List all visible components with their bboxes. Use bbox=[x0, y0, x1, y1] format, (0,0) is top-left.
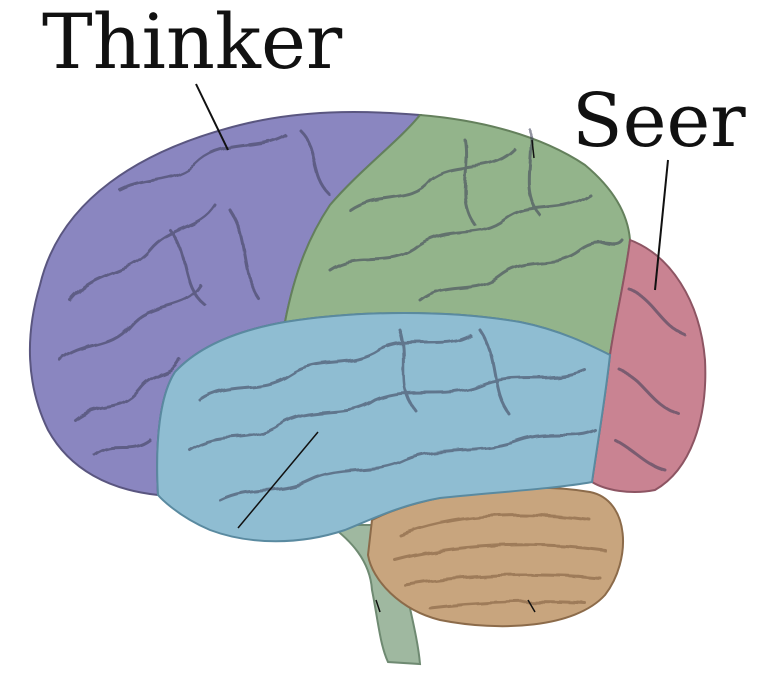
seer-label: Seer bbox=[572, 84, 746, 158]
thinker-label: Thinker bbox=[42, 4, 342, 80]
